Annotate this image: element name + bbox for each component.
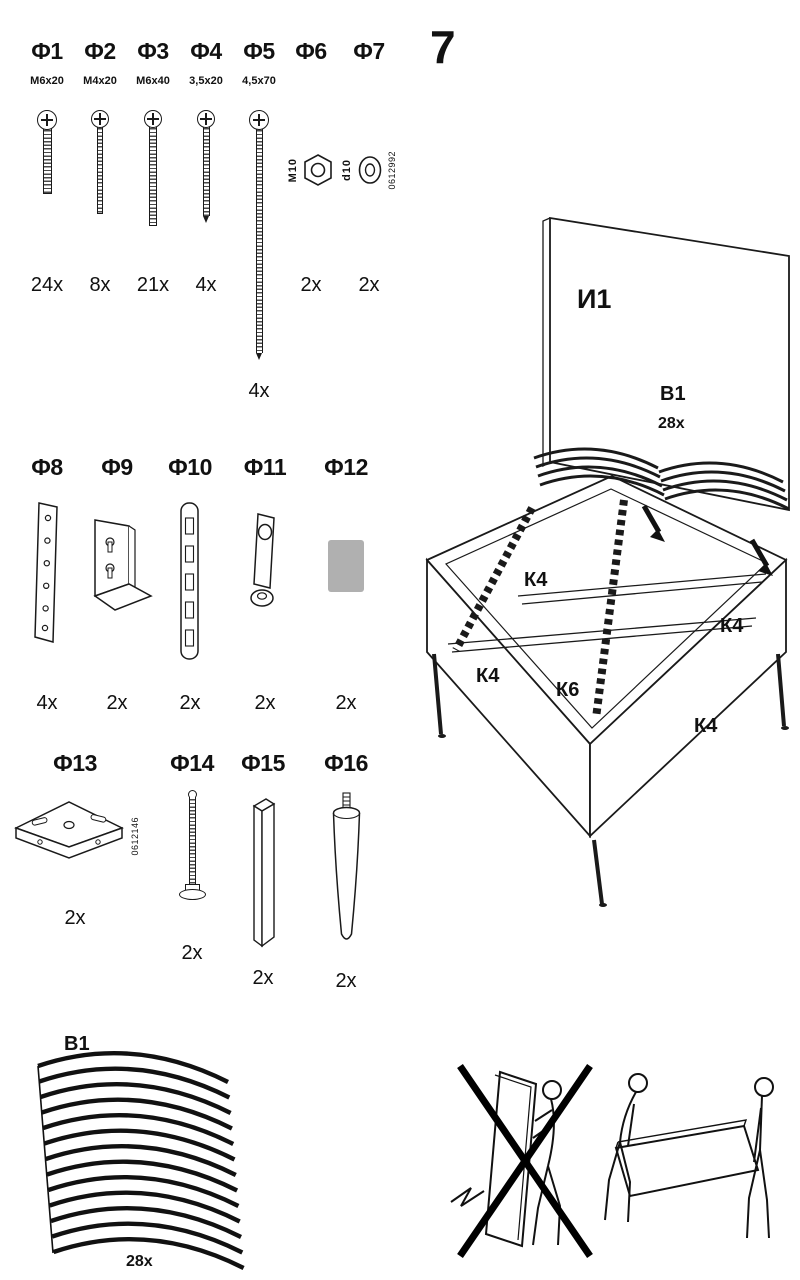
hardware-item-f6: Ф6 M10 2x bbox=[283, 36, 339, 297]
hardware-item-f4: Ф4 3,5x20 4x bbox=[178, 36, 234, 297]
part-label: Ф9 bbox=[101, 454, 133, 480]
hardware-item-f15: Ф15 2x bbox=[237, 748, 289, 990]
insert-arrow-icon bbox=[749, 538, 773, 576]
part-qty: 2x bbox=[179, 692, 201, 714]
hardware-item-f14: Ф14 2x bbox=[163, 748, 221, 965]
part-label: Ф6 bbox=[295, 38, 327, 64]
part-label: Ф5 bbox=[243, 38, 275, 64]
nut-size-label: M10 bbox=[287, 157, 299, 183]
slat-clip-rail bbox=[592, 499, 628, 719]
part-qty: 24x bbox=[30, 274, 64, 296]
bed-frame-drawing: И1 В1 28x К4 К4 К4 К6 К4 bbox=[425, 216, 791, 907]
part-label: Ф3 bbox=[137, 38, 169, 64]
part-label: Ф12 bbox=[324, 454, 368, 480]
part-qty: 8x bbox=[89, 274, 111, 296]
hardware-item-f10: Ф10 2x bbox=[158, 452, 222, 715]
part-qty: 2x bbox=[300, 274, 322, 296]
slat-rail-icon bbox=[180, 502, 199, 660]
hardware-item-f2: Ф2 M4x20 8x bbox=[72, 36, 128, 297]
part-qty: 2x bbox=[252, 967, 274, 989]
washer-icon bbox=[358, 156, 382, 184]
hinge-plate-icon bbox=[250, 513, 275, 607]
part-qty: 2x bbox=[106, 692, 128, 714]
hardware-item-f13: Ф13 0612146 2x bbox=[10, 748, 140, 930]
part-label: Ф13 bbox=[53, 750, 97, 776]
hardware-item-f1: Ф1 M6x20 24x bbox=[19, 36, 75, 297]
part-qty: 2x bbox=[181, 942, 203, 964]
insert-arrow-icon bbox=[641, 504, 665, 542]
screw-icon bbox=[37, 110, 57, 194]
part-label: Ф15 bbox=[241, 750, 285, 776]
hardware-item-f16: Ф16 2x bbox=[317, 748, 375, 993]
rail-label: К4 bbox=[720, 615, 744, 637]
part-qty: 2x bbox=[335, 970, 357, 992]
hardware-item-f3: Ф3 M6x40 21x bbox=[125, 36, 181, 297]
hardware-item-f11: Ф11 2x bbox=[233, 452, 297, 715]
carrying-warning-drawing bbox=[450, 1064, 774, 1258]
part-qty: 2x bbox=[335, 692, 357, 714]
page-number: 7 bbox=[430, 21, 456, 73]
slat-stack bbox=[38, 1053, 244, 1268]
part-label: Ф1 bbox=[31, 38, 63, 64]
hex-nut-icon bbox=[304, 154, 332, 186]
headboard-panel bbox=[549, 216, 790, 512]
adjustable-foot-icon bbox=[178, 790, 206, 900]
part-label: Ф14 bbox=[170, 750, 214, 776]
part-size: 3,5x20 bbox=[189, 75, 223, 87]
part-size: M6x40 bbox=[136, 75, 170, 87]
wrong-carry-scene bbox=[450, 1070, 562, 1248]
slats-qty: 28x bbox=[658, 415, 685, 432]
part-qty: 4x bbox=[248, 380, 270, 402]
part-size: M4x20 bbox=[83, 75, 117, 87]
corner-brace-icon bbox=[14, 801, 124, 859]
part-label: Ф10 bbox=[168, 454, 212, 480]
prohibition-x-icon bbox=[457, 1064, 593, 1258]
part-qty: 4x bbox=[195, 274, 217, 296]
bed-legs bbox=[432, 653, 789, 907]
hardware-item-f8: Ф8 4x bbox=[19, 452, 75, 715]
stack-qty: 28x bbox=[126, 1253, 153, 1270]
wood-screw-icon bbox=[197, 110, 215, 223]
long-screw-icon bbox=[249, 110, 269, 360]
part-qty: 2x bbox=[358, 274, 380, 296]
part-qty: 4x bbox=[36, 692, 58, 714]
rail-label: К4 bbox=[524, 569, 548, 591]
washer-size-label: d10 bbox=[341, 159, 353, 181]
slat-clip-rail bbox=[452, 506, 536, 652]
felt-pad-icon bbox=[328, 540, 364, 592]
square-leg-icon bbox=[252, 798, 276, 948]
part-label: Ф8 bbox=[31, 454, 63, 480]
rail-label: К4 bbox=[694, 715, 718, 737]
hardware-item-f9: Ф9 2x bbox=[82, 452, 153, 715]
slat-stack-drawing: В1 28x bbox=[18, 1033, 258, 1278]
part-label: Ф4 bbox=[190, 38, 222, 64]
part-label: Ф16 bbox=[324, 750, 368, 776]
headboard-label: И1 bbox=[577, 284, 611, 314]
center-rail-label: К6 bbox=[556, 679, 579, 701]
part-qty: 21x bbox=[136, 274, 170, 296]
part-label: Ф7 bbox=[353, 38, 385, 64]
slats-label: В1 bbox=[660, 383, 686, 405]
round-leg-icon bbox=[332, 792, 361, 940]
correct-carry-scene bbox=[604, 1073, 774, 1239]
part-size: 4,5x70 bbox=[242, 75, 276, 87]
stack-label: В1 bbox=[64, 1033, 90, 1055]
flat-bracket-icon bbox=[34, 502, 58, 643]
part-label: Ф2 bbox=[84, 38, 116, 64]
rail-label: К4 bbox=[476, 665, 500, 687]
part-qty: 2x bbox=[254, 692, 276, 714]
hardware-item-f7: Ф7 d10 0612992 2x bbox=[333, 36, 405, 297]
part-code: 0612146 bbox=[130, 816, 140, 856]
part-code: 0612992 bbox=[387, 150, 397, 190]
part-label: Ф11 bbox=[243, 454, 287, 480]
hardware-item-f5: Ф5 4,5x70 4x bbox=[231, 36, 287, 403]
angle-bracket-icon bbox=[93, 519, 153, 611]
screw-icon bbox=[91, 110, 109, 214]
part-qty: 2x bbox=[64, 907, 86, 929]
hardware-item-f12: Ф12 2x bbox=[313, 452, 379, 715]
part-size: M6x20 bbox=[30, 75, 64, 87]
screw-icon bbox=[144, 110, 162, 226]
